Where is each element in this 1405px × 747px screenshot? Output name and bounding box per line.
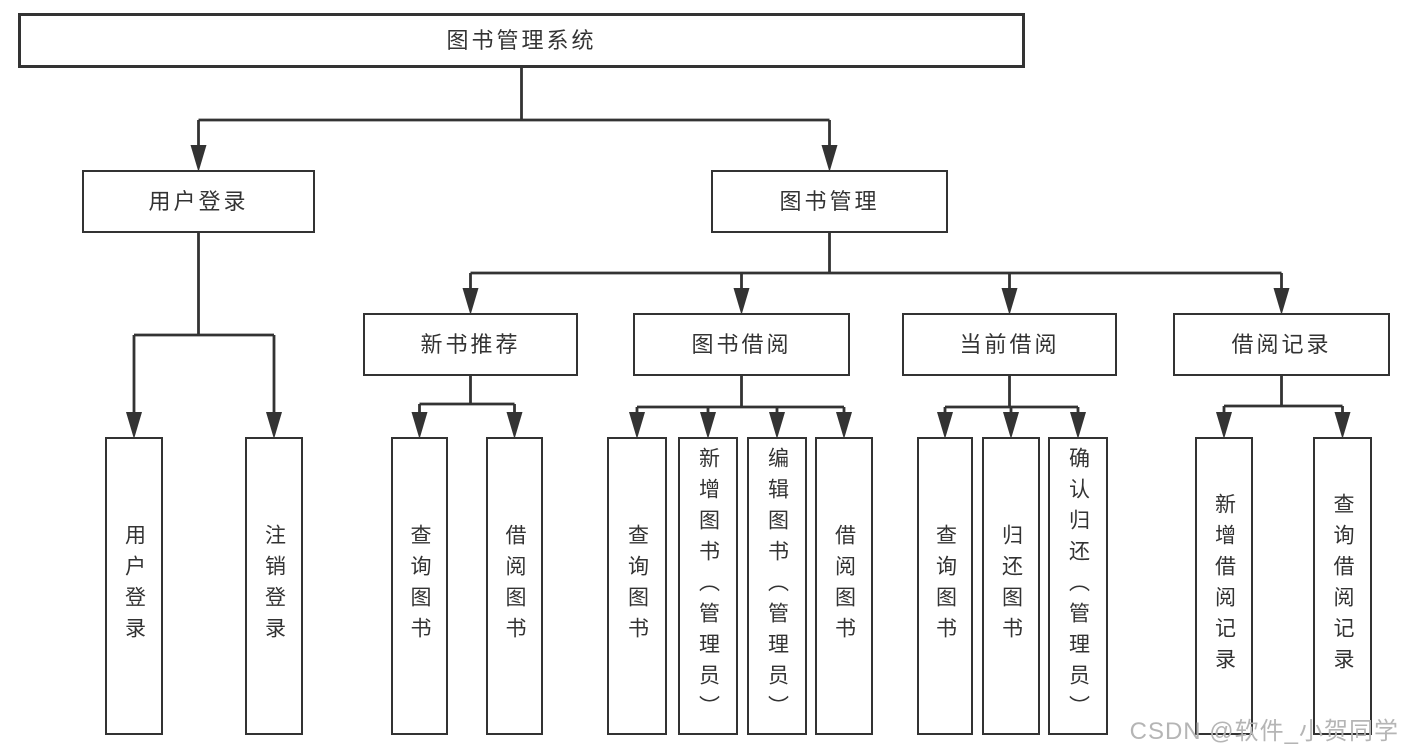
- arrow-down-icon: [266, 412, 282, 439]
- arrow-down-icon: [1334, 412, 1351, 439]
- arrow-down-icon: [836, 412, 852, 439]
- edges-from-user-login: [126, 231, 282, 439]
- node-label-cb-query-book: 查询图书: [933, 524, 957, 648]
- arrow-down-icon: [1273, 288, 1290, 315]
- node-cb-return-book: 归还图书: [982, 437, 1040, 735]
- node-label-br-query-record: 查询借阅记录: [1331, 493, 1354, 679]
- node-logout-action: 注销登录: [245, 437, 303, 735]
- node-user-login: 用户登录: [82, 170, 315, 233]
- arrow-down-icon: [1001, 288, 1018, 315]
- node-label-bb-edit-book: 编辑图书（管理员）: [765, 446, 789, 726]
- arrow-down-icon: [411, 412, 428, 439]
- node-br-query-record: 查询借阅记录: [1313, 437, 1372, 735]
- arrow-down-icon: [700, 412, 716, 439]
- node-label-book-borrowing: 图书借阅: [691, 331, 792, 357]
- arrow-down-icon: [629, 412, 645, 439]
- node-bb-query-book: 查询图书: [607, 437, 667, 735]
- node-library-system: 图书管理系统: [18, 13, 1025, 68]
- node-label-cb-confirm-return: 确认归还（管理员）: [1066, 446, 1090, 726]
- edges-from-borrowing-records: [1216, 374, 1351, 439]
- arrow-down-icon: [769, 412, 785, 439]
- arrow-down-icon: [733, 288, 750, 315]
- edges-from-library-system: [190, 66, 838, 172]
- node-label-nbr-borrow-book: 借阅图书: [503, 524, 526, 648]
- arrow-down-icon: [821, 145, 838, 172]
- arrow-down-icon: [937, 412, 953, 439]
- arrow-down-icon: [126, 412, 142, 439]
- node-cb-confirm-return: 确认归还（管理员）: [1048, 437, 1108, 735]
- node-label-user-login: 用户登录: [148, 188, 249, 214]
- node-book-borrowing: 图书借阅: [633, 313, 850, 376]
- node-bb-borrow-book: 借阅图书: [815, 437, 873, 735]
- node-current-borrowing: 当前借阅: [902, 313, 1117, 376]
- node-label-bb-borrow-book: 借阅图书: [832, 524, 856, 648]
- arrow-down-icon: [1216, 412, 1232, 439]
- node-label-bb-add-book: 新增图书（管理员）: [696, 446, 720, 726]
- node-label-new-book-recommendation: 新书推荐: [420, 331, 521, 357]
- node-book-management: 图书管理: [711, 170, 948, 233]
- csdn-watermark: CSDN @软件_小贺同学: [1129, 718, 1399, 745]
- node-label-nbr-query-book: 查询图书: [408, 524, 431, 648]
- node-label-logout-action: 注销登录: [262, 524, 286, 648]
- edges-from-new-book-recommendation: [411, 374, 523, 439]
- node-bb-edit-book: 编辑图书（管理员）: [747, 437, 807, 735]
- node-label-cb-return-book: 归还图书: [999, 524, 1023, 648]
- arrow-down-icon: [462, 288, 479, 315]
- arrow-down-icon: [1003, 412, 1019, 439]
- arrow-down-icon: [190, 145, 207, 172]
- node-label-current-borrowing: 当前借阅: [959, 331, 1060, 357]
- node-label-br-add-record: 新增借阅记录: [1212, 493, 1236, 679]
- node-label-borrowing-records: 借阅记录: [1231, 331, 1332, 357]
- node-cb-query-book: 查询图书: [917, 437, 973, 735]
- edges-from-current-borrowing: [937, 374, 1086, 439]
- node-nbr-query-book: 查询图书: [391, 437, 448, 735]
- node-label-library-system: 图书管理系统: [446, 27, 597, 53]
- arrow-down-icon: [506, 412, 523, 439]
- node-borrowing-records: 借阅记录: [1173, 313, 1390, 376]
- edges-from-book-borrowing: [629, 374, 852, 439]
- node-br-add-record: 新增借阅记录: [1195, 437, 1253, 735]
- node-bb-add-book: 新增图书（管理员）: [678, 437, 738, 735]
- node-user-login-action: 用户登录: [105, 437, 163, 735]
- node-label-bb-query-book: 查询图书: [625, 524, 649, 648]
- arrow-down-icon: [1070, 412, 1086, 439]
- edges-from-book-management: [462, 231, 1290, 315]
- node-nbr-borrow-book: 借阅图书: [486, 437, 543, 735]
- node-label-user-login-action: 用户登录: [122, 524, 146, 648]
- node-label-book-management: 图书管理: [779, 188, 880, 214]
- node-new-book-recommendation: 新书推荐: [363, 313, 578, 376]
